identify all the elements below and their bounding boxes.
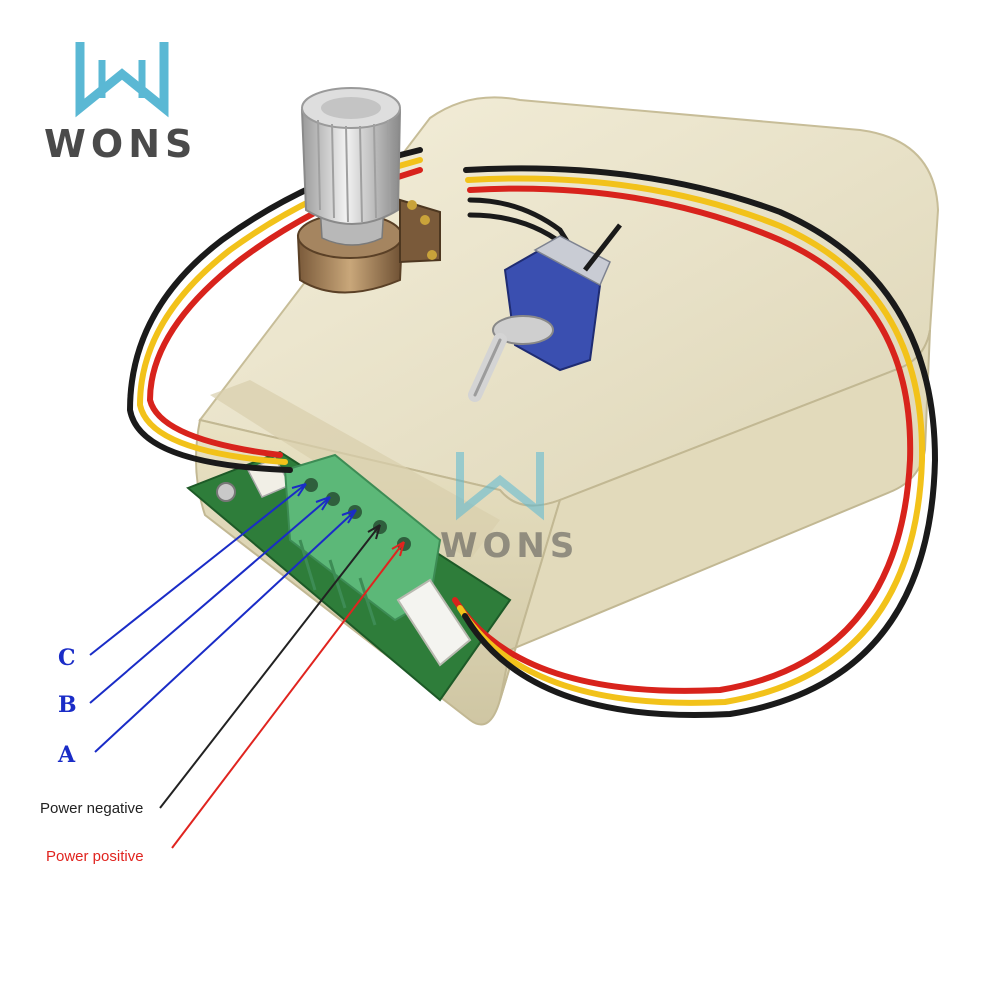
arrow-power-negative — [159, 524, 381, 809]
label-power-negative: Power negative — [40, 800, 144, 817]
watermark-text: WONS — [440, 526, 580, 566]
watermark-w-icon — [456, 452, 544, 521]
label-b: B — [58, 692, 77, 718]
label-a: A — [58, 742, 76, 768]
label-c: C — [58, 645, 76, 671]
arrow-a — [94, 509, 357, 753]
annotation-arrows — [89, 483, 405, 849]
logo-text: WONS — [44, 122, 198, 166]
arrow-power-positive — [171, 541, 405, 849]
wons-w-icon — [75, 42, 169, 118]
white-connector — [396, 578, 472, 667]
arrow-c — [89, 483, 307, 656]
arrow-b — [89, 496, 331, 704]
label-power-positive: Power positive — [46, 848, 144, 865]
toggle-switch-icon — [468, 223, 622, 402]
knob-icon — [296, 87, 441, 294]
